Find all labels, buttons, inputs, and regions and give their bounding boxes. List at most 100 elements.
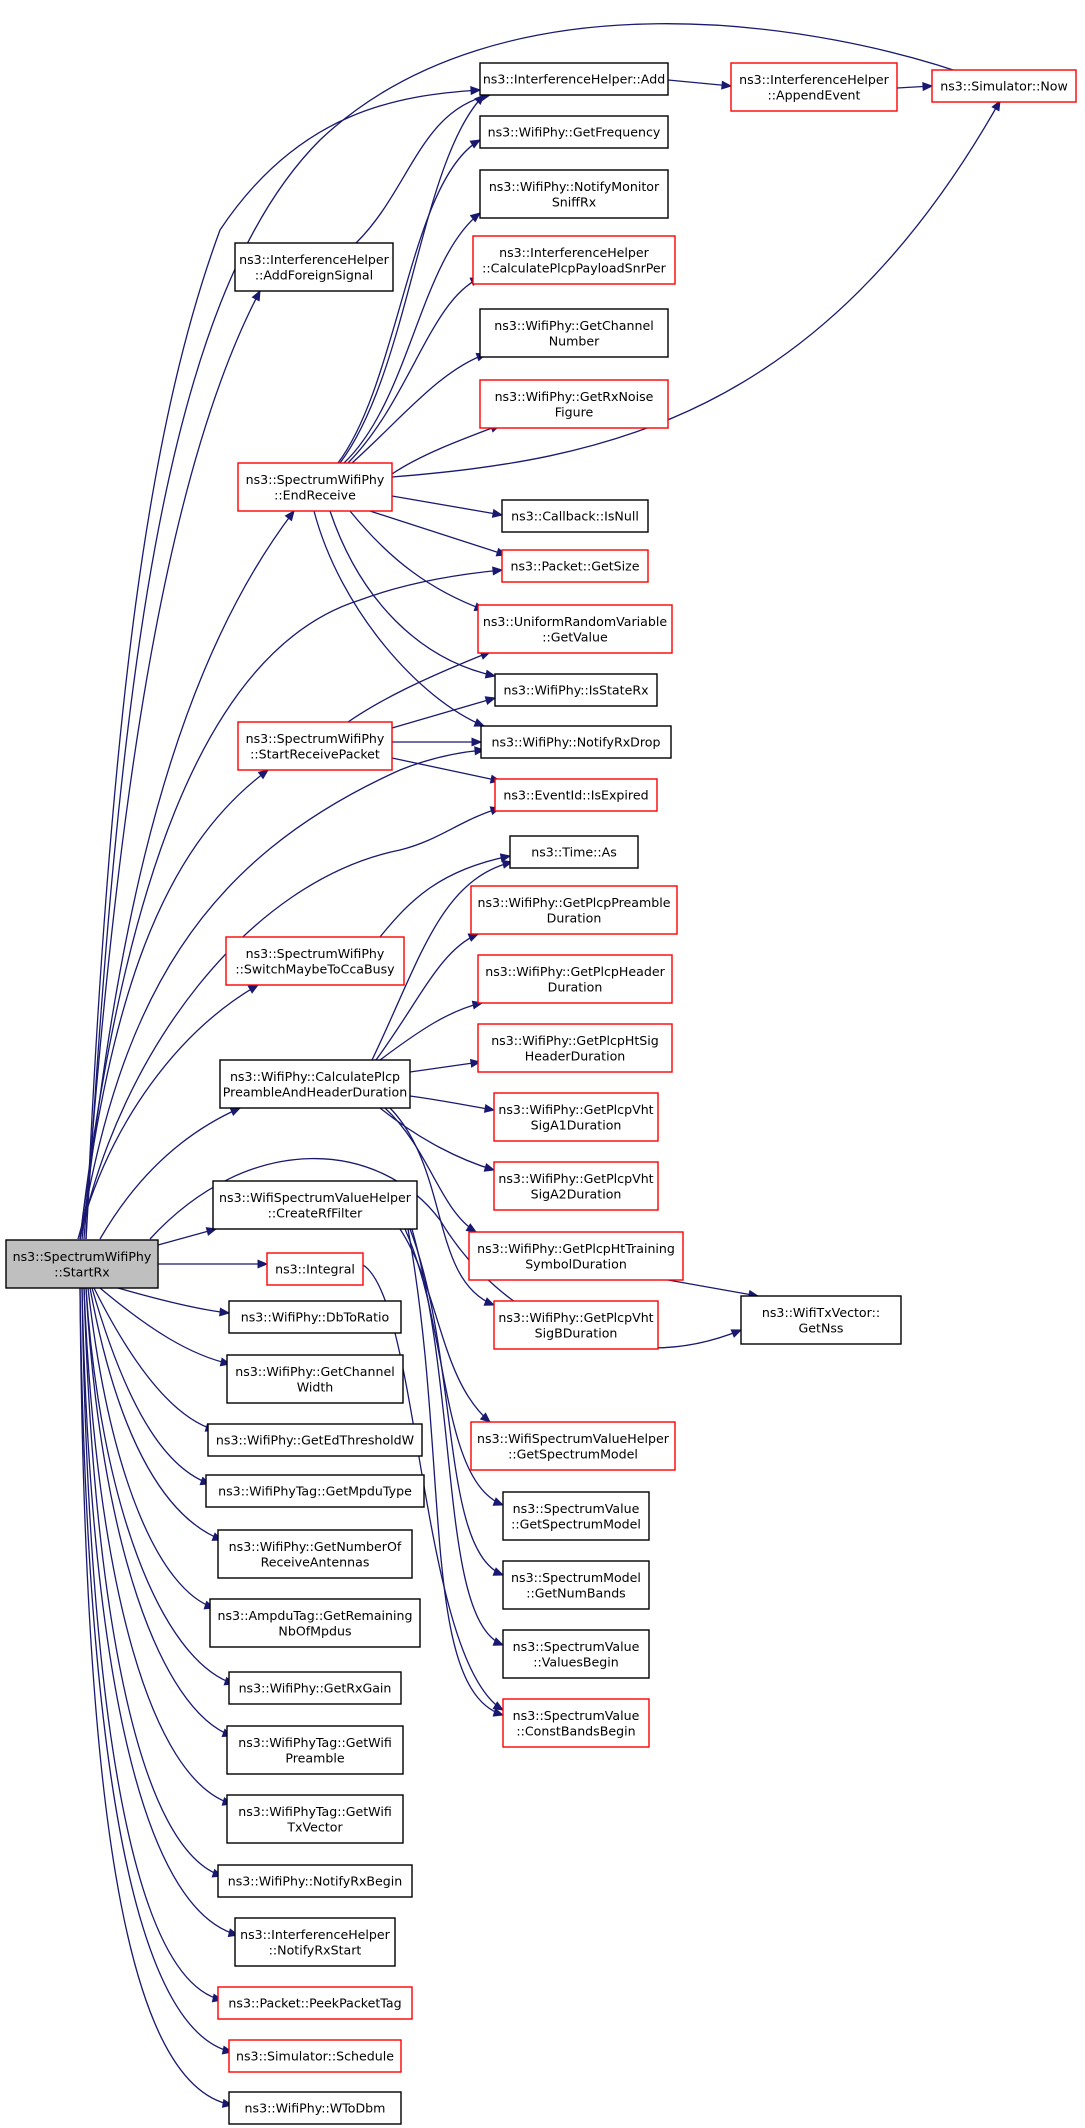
- node-box[interactable]: [226, 1794, 404, 1844]
- node-peekpackettag[interactable]: ns3::Packet::PeekPacketTag: [217, 1986, 413, 2020]
- node-box[interactable]: [217, 1864, 413, 1898]
- node-dbtoratio[interactable]: ns3::WifiPhy::DbToRatio: [228, 1300, 402, 1334]
- node-startrecvpkt[interactable]: ns3::SpectrumWifiPhy::StartReceivePacket: [237, 721, 393, 771]
- node-ih_append[interactable]: ns3::InterferenceHelper::AppendEvent: [730, 62, 898, 112]
- node-box[interactable]: [477, 1023, 673, 1073]
- node-sv_getmodel[interactable]: ns3::SpectrumValue::GetSpectrumModel: [502, 1491, 650, 1541]
- node-box[interactable]: [472, 235, 676, 285]
- node-integral[interactable]: ns3::Integral: [266, 1252, 364, 1286]
- node-sim_now[interactable]: ns3::Simulator::Now: [931, 69, 1077, 103]
- node-box[interactable]: [502, 1560, 650, 1610]
- node-box[interactable]: [931, 69, 1077, 103]
- node-wsvh_getmodel[interactable]: ns3::WifiSpectrumValueHelper::GetSpectru…: [470, 1421, 676, 1471]
- node-box[interactable]: [225, 936, 405, 986]
- node-box[interactable]: [502, 1698, 650, 1748]
- node-box[interactable]: [502, 1491, 650, 1541]
- node-box[interactable]: [205, 1474, 425, 1508]
- node-box[interactable]: [502, 1629, 650, 1679]
- node-box[interactable]: [228, 2039, 402, 2073]
- node-box[interactable]: [501, 499, 649, 533]
- node-getsize[interactable]: ns3::Packet::GetSize: [501, 549, 649, 583]
- node-calcsnrper[interactable]: ns3::InterferenceHelper::CalculatePlcpPa…: [472, 235, 676, 285]
- node-box[interactable]: [480, 725, 672, 759]
- node-box[interactable]: [479, 379, 669, 429]
- node-box[interactable]: [477, 954, 673, 1004]
- node-box[interactable]: [509, 835, 639, 869]
- node-box[interactable]: [501, 549, 649, 583]
- node-notifyrxbegin[interactable]: ns3::WifiPhy::NotifyRxBegin: [217, 1864, 413, 1898]
- node-isstaterx[interactable]: ns3::WifiPhy::IsStateRx: [494, 673, 658, 707]
- node-box[interactable]: [730, 62, 898, 112]
- node-getedthresh[interactable]: ns3::WifiPhy::GetEdThresholdW: [207, 1423, 423, 1457]
- node-box[interactable]: [468, 1231, 684, 1281]
- node-box[interactable]: [237, 462, 393, 512]
- node-box[interactable]: [479, 115, 669, 149]
- node-wtodbm[interactable]: ns3::WifiPhy::WToDbm: [228, 2091, 402, 2125]
- node-box[interactable]: [228, 1671, 402, 1705]
- node-box[interactable]: [479, 308, 669, 358]
- node-sv_valuesbegin[interactable]: ns3::SpectrumValue::ValuesBegin: [502, 1629, 650, 1679]
- node-notifyrxdrop[interactable]: ns3::WifiPhy::NotifyRxDrop: [480, 725, 672, 759]
- node-box[interactable]: [494, 673, 658, 707]
- node-isexpired[interactable]: ns3::EventId::IsExpired: [494, 778, 658, 812]
- node-calcpreamblehdr[interactable]: ns3::WifiPhy::CalculatePlcpPreambleAndHe…: [219, 1059, 411, 1109]
- node-box[interactable]: [207, 1423, 423, 1457]
- node-gethttraining[interactable]: ns3::WifiPhy::GetPlcpHtTrainingSymbolDur…: [468, 1231, 684, 1281]
- node-box[interactable]: [493, 1300, 659, 1350]
- node-box[interactable]: [234, 1917, 396, 1967]
- node-box[interactable]: [237, 721, 393, 771]
- node-urv_getvalue[interactable]: ns3::UniformRandomVariable::GetValue: [477, 604, 673, 654]
- node-getmpdutype[interactable]: ns3::WifiPhyTag::GetMpduType: [205, 1474, 425, 1508]
- node-box[interactable]: [479, 62, 669, 96]
- node-ih_notifyrxstart[interactable]: ns3::InterferenceHelper::NotifyRxStart: [234, 1917, 396, 1967]
- node-time_as[interactable]: ns3::Time::As: [509, 835, 639, 869]
- node-getnss[interactable]: ns3::WifiTxVector::GetNss: [740, 1295, 902, 1345]
- node-getfreq[interactable]: ns3::WifiPhy::GetFrequency: [479, 115, 669, 149]
- node-box[interactable]: [219, 1059, 411, 1109]
- node-box[interactable]: [234, 242, 394, 292]
- node-ih_add[interactable]: ns3::InterferenceHelper::Add: [479, 62, 669, 96]
- node-box[interactable]: [226, 1725, 404, 1775]
- node-getrxgain[interactable]: ns3::WifiPhy::GetRxGain: [228, 1671, 402, 1705]
- node-createrffilter[interactable]: ns3::WifiSpectrumValueHelper::CreateRfFi…: [212, 1180, 418, 1230]
- node-box[interactable]: [228, 2091, 402, 2125]
- node-sv_constbands[interactable]: ns3::SpectrumValue::ConstBandsBegin: [502, 1698, 650, 1748]
- node-box[interactable]: [740, 1295, 902, 1345]
- node-box[interactable]: [5, 1239, 159, 1289]
- node-box[interactable]: [479, 169, 669, 219]
- node-box[interactable]: [494, 778, 658, 812]
- node-box[interactable]: [217, 1529, 413, 1579]
- node-switchcca[interactable]: ns3::SpectrumWifiPhy::SwitchMaybeToCcaBu…: [225, 936, 405, 986]
- node-box[interactable]: [493, 1092, 659, 1142]
- node-box[interactable]: [226, 1354, 404, 1404]
- node-box[interactable]: [493, 1161, 659, 1211]
- node-box[interactable]: [217, 1986, 413, 2020]
- node-box[interactable]: [470, 885, 678, 935]
- node-box[interactable]: [212, 1180, 418, 1230]
- node-box[interactable]: [470, 1421, 676, 1471]
- node-box[interactable]: [228, 1300, 402, 1334]
- node-endreceive[interactable]: ns3::SpectrumWifiPhy::EndReceive: [237, 462, 393, 512]
- node-box[interactable]: [209, 1598, 421, 1648]
- node-startrx[interactable]: ns3::SpectrumWifiPhy::StartRx: [5, 1239, 159, 1289]
- node-box[interactable]: [266, 1252, 364, 1286]
- node-isnull[interactable]: ns3::Callback::IsNull: [501, 499, 649, 533]
- node-sm_getnumbands[interactable]: ns3::SpectrumModel::GetNumBands: [502, 1560, 650, 1610]
- node-box[interactable]: [477, 604, 673, 654]
- node-addforeign[interactable]: ns3::InterferenceHelper::AddForeignSigna…: [234, 242, 394, 292]
- node-sim_schedule[interactable]: ns3::Simulator::Schedule: [228, 2039, 402, 2073]
